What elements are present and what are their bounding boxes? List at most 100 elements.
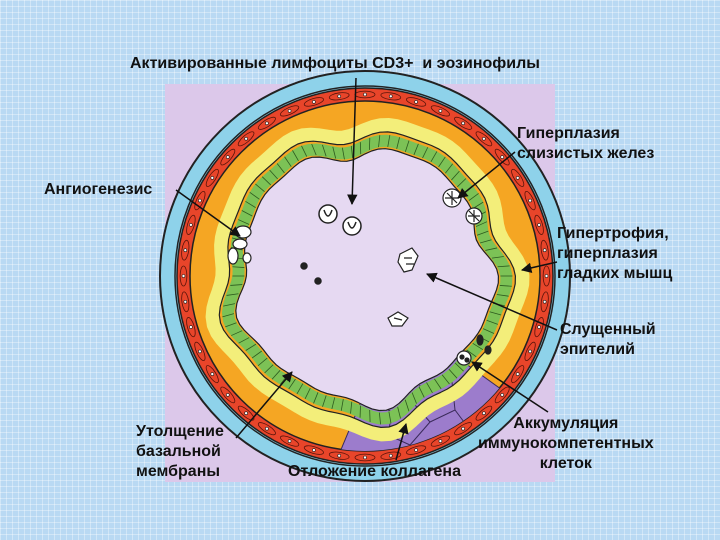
epithelial-cell-border [245,200,256,208]
smooth-muscle-cell [511,365,525,384]
epithelial-cell-border [322,144,327,157]
label-angiogenesis: Ангиогенезис [44,181,153,198]
smooth-muscle-cell [354,453,376,462]
smooth-muscle-cell [475,131,493,147]
epithelial-cell-border [468,193,479,201]
smooth-muscle-cell [181,291,190,313]
epithelial-cell-border [466,349,477,358]
epithelial-cell-border [251,350,263,359]
epithelial-cell-border [472,342,484,351]
epithelial-cell-border [322,395,327,407]
epithelial-cell-border [489,311,502,316]
smooth-muscle-nucleus [537,223,541,227]
smooth-muscle-nucleus [265,426,269,431]
smooth-muscle-cell [257,116,276,130]
epithelial-cell-border [223,303,236,307]
smooth-muscle-cell [186,214,196,235]
smooth-muscle-cell [257,422,276,436]
epithelial-cell-border [331,397,336,410]
shed-epithelial-cells [387,247,419,327]
smooth-muscle-nucleus [244,411,248,416]
epithelial-cell-border [232,266,245,268]
basement-membrane [205,118,530,442]
smooth-muscle-nucleus [542,248,547,252]
annotation-arrows [175,77,558,461]
smooth-muscle-cell [406,97,427,107]
smooth-muscle-cell [186,317,196,338]
smooth-muscle-nucleus [414,448,418,452]
epithelial-cell-border [388,411,392,424]
epithelial-cell-border [340,398,344,411]
epithelial-cell-border [426,382,433,394]
epithelial-cell-border [486,319,498,325]
smooth-muscle-nucleus [500,155,505,159]
smooth-muscle-cell [475,405,493,421]
epithelial-cell-border [311,143,317,156]
label-basement-membrane-thickening: Утолщение базальной мембраны [136,423,224,480]
smooth-muscle-cell [534,214,544,235]
smooth-muscle-cell [542,265,551,287]
epithelial-cell-border [457,178,467,188]
smooth-muscle-nucleus [189,325,193,329]
smooth-muscle-nucleus [528,349,532,354]
smooth-muscle-nucleus [537,325,541,329]
epithelial-cell-border [497,265,510,268]
smooth-muscle-cell [534,317,544,338]
basement-membrane-line [218,131,516,428]
epithelial-cell-border [378,412,382,425]
smooth-muscle-cell [279,435,300,447]
epithelial-cell-border [257,357,268,367]
epithelial-cell-border [238,337,250,344]
inner-adventitia-line [174,85,556,467]
smooth-muscle-cell [380,451,402,460]
epithelial-cell-border [261,176,272,186]
smooth-muscle-nucleus [528,198,532,203]
epithelial-cell-border [397,406,401,419]
smooth-muscle-nucleus [482,137,486,141]
smooth-muscle-cell [328,92,350,101]
epithelial-cell-border [271,370,281,380]
epithelial-cell-border [276,163,285,174]
epithelial-cell-border [288,378,296,390]
epithelial-cell-border [475,221,488,227]
smooth-muscle-nucleus [198,349,202,354]
smooth-muscle-cell [220,148,236,166]
smooth-muscle-nucleus [226,393,230,397]
epithelial-cell-border [485,247,498,251]
label-activated-lymphocytes: Активированные лимфоциты CD3+ и эозинофи… [130,55,540,72]
epithelial-cell-border [441,374,450,385]
smooth-muscle-cell [511,168,525,187]
smooth-muscle-nucleus [287,439,292,443]
smooth-muscle-cell [194,190,206,211]
epithelial-cell-border [222,313,235,318]
smooth-muscle-cell [303,445,324,455]
epithelial-cell-border [332,146,337,159]
smooth-muscle-cell [430,105,451,117]
smooth-muscle-cell [430,435,451,447]
label-immune-cell-accumulation: Аккумуляция иммунокомпетентных клеток [478,415,654,472]
epithelial-cells [222,135,513,425]
smooth-muscle-nucleus [181,274,186,278]
smooth-muscle-nucleus [438,439,443,443]
label-shed-epithelium: Слущенный эпителий [560,321,656,358]
epithelial-cell-border [284,156,292,167]
smooth-muscle-nucleus [542,299,547,304]
smooth-muscle-nucleus [312,100,316,104]
smooth-muscle-cells [179,90,551,462]
label-collagen-deposition: Отложение коллагена [288,463,461,480]
smooth-muscle-nucleus [482,411,486,416]
smooth-muscle-nucleus [312,448,316,452]
smooth-muscle-nucleus [265,121,269,126]
label-gland-hyperplasia: Гиперплазия слизистых желез [517,125,655,162]
epithelial-cell-border [411,392,417,404]
smooth-muscle-nucleus [244,137,248,141]
smooth-muscle-nucleus [337,94,342,99]
epithelial-cell-border [226,293,239,296]
smooth-muscle-cell [454,422,473,436]
smooth-muscle-nucleus [461,426,465,431]
smooth-muscle-cell [494,148,510,166]
epithelial-cell-border [301,145,308,157]
smooth-muscle-cell [380,92,402,101]
smooth-muscle-cell [237,131,255,147]
epithelial-cell-border [482,328,495,334]
